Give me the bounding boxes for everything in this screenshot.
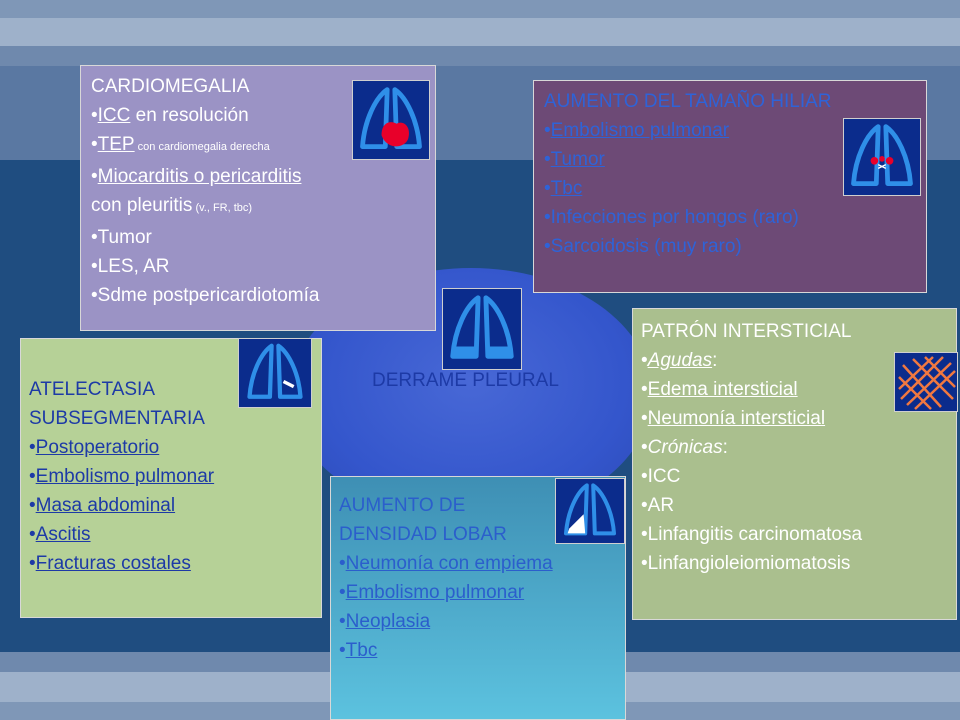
link-embolismo[interactable]: Embolismo pulmonar [345, 582, 525, 603]
list-item: AR [641, 491, 948, 520]
hilar-list: Embolismo pulmonar Tumor Tbc Infecciones… [544, 116, 916, 261]
agudas-list: Edema intersticial Neumonía intersticial [641, 375, 948, 433]
lobar-density-xray-icon [555, 478, 625, 544]
list-item: Infecciones por hongos (raro) [544, 203, 916, 232]
hilar-title: AUMENTO DEL TAMAÑO HILIAR [544, 91, 832, 112]
list-item: Linfangitis carcinomatosa [641, 520, 948, 549]
list-item: Fracturas costales [29, 549, 311, 578]
interstitial-pattern-icon [894, 352, 958, 412]
continuation-text: con pleuritis [91, 195, 193, 216]
icc-rest: en resolución [130, 105, 249, 126]
cardiomegaly-xray-icon [352, 80, 430, 160]
link-tbc[interactable]: Tbc [550, 178, 583, 199]
link-agudas[interactable]: Agudas [647, 350, 713, 371]
list-item: Crónicas: [641, 433, 948, 462]
list-item: ICC [641, 462, 948, 491]
link-postoperatorio[interactable]: Postoperatorio [35, 437, 160, 458]
list-item: Embolismo pulmonar [544, 116, 916, 145]
tep-note: con cardiomegalia derecha [134, 141, 270, 153]
densidad-title-1: AUMENTO DE [339, 495, 466, 516]
list-item: Neumonía con empiema [339, 549, 617, 578]
link-embolismo[interactable]: Embolismo pulmonar [35, 466, 215, 487]
list-item: Ascitis [29, 520, 311, 549]
link-tep[interactable]: TEP [97, 134, 135, 155]
list-item: Sarcoidosis (muy raro) [544, 232, 916, 261]
list-item: Sdme postpericardiotomía [91, 281, 425, 310]
list-item: Tbc [544, 174, 916, 203]
link-miocarditis[interactable]: Miocarditis o pericarditis [97, 166, 302, 187]
densidad-title-2: DENSIDAD LOBAR [339, 524, 507, 545]
link-edema[interactable]: Edema intersticial [647, 379, 798, 400]
derrame-pleural-label: DERRAME PLEURAL [372, 370, 559, 391]
continuation-note: (v., FR, tbc) [192, 202, 253, 214]
list-item: Tumor [544, 145, 916, 174]
atelectasia-title-1: ATELECTASIA [29, 379, 155, 400]
link-icc[interactable]: ICC [97, 105, 131, 126]
hilar-xray-icon [843, 118, 921, 196]
link-masa-abdominal[interactable]: Masa abdominal [35, 495, 176, 516]
cardiomegalia-list: ICC en resolución TEP con cardiomegalia … [91, 101, 425, 191]
cardiomegalia-continuation: con pleuritis (v., FR, tbc) [91, 191, 425, 223]
cronicas-label: Crónicas [647, 437, 723, 458]
cronicas-list: ICC AR Linfangitis carcinomatosa Linfang… [641, 462, 948, 578]
list-item: Embolismo pulmonar [339, 578, 617, 607]
list-item: Agudas: [641, 346, 948, 375]
link-tbc[interactable]: Tbc [345, 640, 378, 661]
atelectasis-xray-icon [238, 338, 312, 408]
link-tumor[interactable]: Tumor [550, 149, 605, 170]
list-item: Neoplasia [339, 607, 617, 636]
link-embolismo[interactable]: Embolismo pulmonar [550, 120, 730, 141]
list-item: Miocarditis o pericarditis [91, 162, 425, 191]
link-neumonia-empiema[interactable]: Neumonía con empiema [345, 553, 553, 574]
intersticial-title: PATRÓN INTERSTICIAL [641, 321, 852, 342]
list-item: TEP con cardiomegalia derecha [91, 130, 425, 162]
intersticial-list-2: Crónicas: [641, 433, 948, 462]
cardiomegalia-title: CARDIOMEGALIA [91, 76, 250, 97]
hilar-box: AUMENTO DEL TAMAÑO HILIAR Embolismo pulm… [533, 80, 927, 293]
atelectasia-title-2: SUBSEGMENTARIA [29, 408, 205, 429]
link-fracturas[interactable]: Fracturas costales [35, 553, 191, 574]
intersticial-list: Agudas: [641, 346, 948, 375]
link-neoplasia[interactable]: Neoplasia [345, 611, 431, 632]
densidad-list: Neumonía con empiema Embolismo pulmonar … [339, 549, 617, 665]
list-item: LES, AR [91, 252, 425, 281]
cardiomegalia-plain-list: Tumor LES, AR Sdme postpericardiotomía [91, 223, 425, 310]
list-item: Postoperatorio [29, 433, 311, 462]
list-item: Masa abdominal [29, 491, 311, 520]
atelectasia-list: Postoperatorio Embolismo pulmonar Masa a… [29, 433, 311, 578]
list-item: ICC en resolución [91, 101, 425, 130]
pleural-effusion-xray-icon [442, 288, 522, 370]
list-item: Linfangioleiomiomatosis [641, 549, 948, 578]
link-ascitis[interactable]: Ascitis [35, 524, 91, 545]
list-item: Tumor [91, 223, 425, 252]
list-item: Edema intersticial [641, 375, 948, 404]
link-neumonia-intersticial[interactable]: Neumonía intersticial [647, 408, 826, 429]
list-item: Tbc [339, 636, 617, 665]
list-item: Embolismo pulmonar [29, 462, 311, 491]
list-item: Neumonía intersticial [641, 404, 948, 433]
